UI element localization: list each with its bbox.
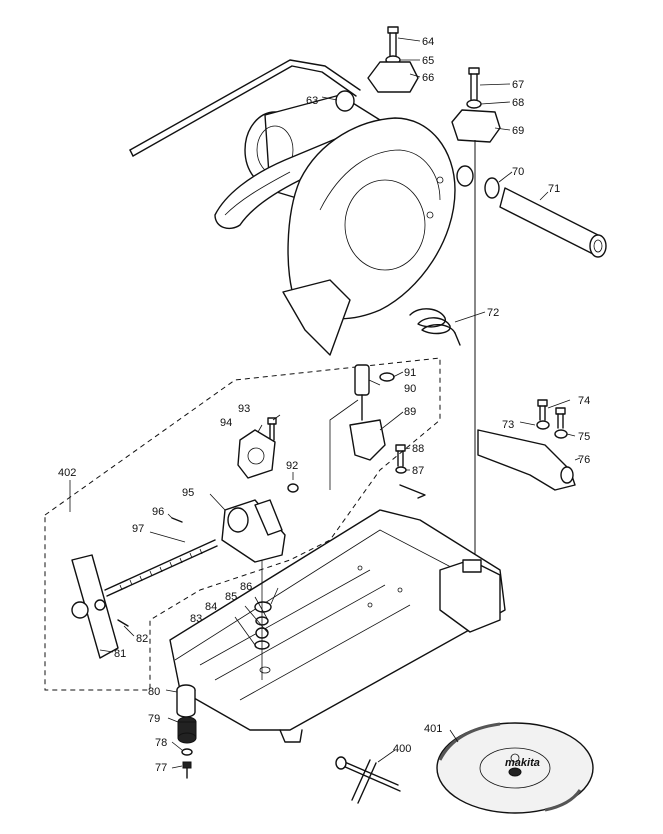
label-91: 91	[404, 367, 416, 379]
label-74: 74	[578, 395, 590, 407]
spring-72	[409, 308, 461, 346]
label-73: 73	[502, 419, 514, 431]
label-71: 71	[548, 183, 560, 195]
label-79: 79	[148, 713, 160, 725]
label-77: 77	[155, 762, 167, 774]
bolt-74b	[555, 407, 566, 429]
bolt-93	[267, 417, 277, 441]
handle-bar	[129, 59, 361, 157]
clamp-66	[367, 61, 419, 93]
clamp-94	[237, 429, 276, 479]
label-66: 66	[422, 72, 434, 84]
label-83: 83	[190, 613, 202, 625]
washer-78	[181, 748, 193, 756]
label-63: 63	[306, 95, 318, 107]
washer-92	[287, 483, 299, 493]
vise-block-95	[221, 499, 286, 563]
label-84: 84	[205, 601, 217, 613]
pin-90	[354, 364, 370, 421]
label-87: 87	[412, 465, 424, 477]
wrench-400	[335, 756, 401, 804]
bolt-88	[395, 444, 406, 467]
label-76: 76	[578, 454, 590, 466]
leader-lines	[69, 37, 581, 769]
label-82: 82	[136, 633, 148, 645]
label-65: 65	[422, 55, 434, 67]
makita-logo: makita	[505, 757, 540, 769]
washer-75	[554, 429, 568, 439]
rubber-foot-80-body	[176, 690, 196, 718]
label-400: 400	[393, 743, 411, 755]
label-401: 401	[424, 723, 442, 735]
clip-87	[399, 484, 426, 499]
ring-63	[335, 90, 355, 112]
screw-77	[182, 761, 192, 779]
label-70: 70	[512, 166, 524, 178]
base-plate	[169, 509, 506, 743]
label-88: 88	[412, 443, 424, 455]
shaft-71	[499, 187, 607, 258]
washer-73	[536, 420, 550, 430]
label-81: 81	[114, 648, 126, 660]
label-89: 89	[404, 406, 416, 418]
washer-68	[466, 99, 482, 109]
vise-handle-81	[71, 554, 119, 659]
part-labels: 64 65 66 63 67 68 69 70 71 72 91 90 93 8…	[58, 36, 590, 774]
label-92: 92	[286, 460, 298, 472]
label-94: 94	[220, 417, 232, 429]
label-68: 68	[512, 97, 524, 109]
bolt-67	[468, 67, 480, 103]
fence-76	[477, 429, 576, 491]
washer-87	[395, 466, 407, 474]
pin-96	[171, 517, 183, 523]
label-95: 95	[182, 487, 194, 499]
bracket-89	[349, 419, 386, 461]
label-402: 402	[58, 467, 76, 479]
label-67: 67	[512, 79, 524, 91]
label-97: 97	[132, 523, 144, 535]
clamp-69	[451, 109, 501, 143]
blade-guard	[282, 117, 456, 356]
bolt-74a	[537, 399, 548, 421]
label-64: 64	[422, 36, 434, 48]
cut-off-wheel-401: makita	[436, 722, 594, 814]
nut-91	[379, 372, 395, 382]
label-90: 90	[404, 383, 416, 395]
label-80: 80	[148, 686, 160, 698]
assembly-402-boundary	[44, 357, 441, 691]
lead-screw-97	[104, 539, 218, 597]
pin-82	[117, 619, 129, 627]
label-72: 72	[487, 307, 499, 319]
label-75: 75	[578, 431, 590, 443]
label-93: 93	[238, 403, 250, 415]
ring-70	[484, 177, 500, 199]
label-78: 78	[155, 737, 167, 749]
label-96: 96	[152, 506, 164, 518]
foot-79	[177, 716, 197, 744]
label-69: 69	[512, 125, 524, 137]
label-85: 85	[225, 591, 237, 603]
label-86: 86	[240, 581, 252, 593]
